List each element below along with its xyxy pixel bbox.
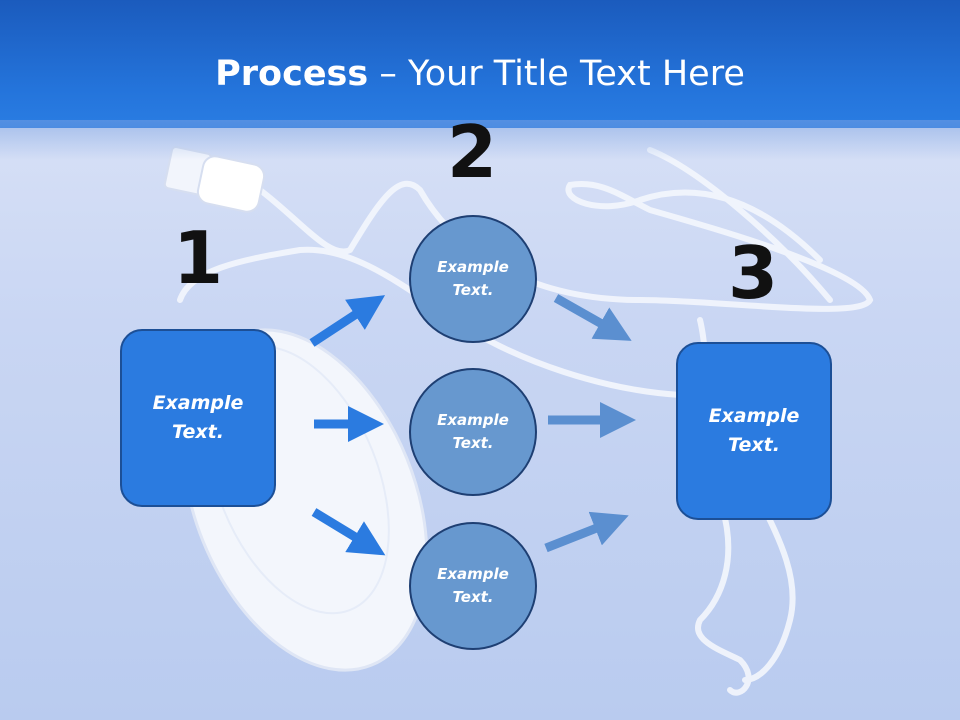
circle-top-line-2: Text. bbox=[452, 281, 494, 299]
step-3-line-2: Text. bbox=[728, 434, 780, 456]
step-2-circle-middle: Example Text. bbox=[409, 368, 537, 496]
slide-title: Process – Your Title Text Here bbox=[0, 52, 960, 96]
step-number-2: 2 bbox=[446, 110, 498, 194]
step-number-1: 1 bbox=[172, 216, 224, 300]
circle-top-text: Example Text. bbox=[437, 256, 509, 302]
arrow-1-to-top bbox=[309, 295, 386, 347]
title-rest-part: – Your Title Text Here bbox=[368, 54, 745, 94]
arrow-top-to-3 bbox=[553, 294, 632, 341]
circle-middle-text: Example Text. bbox=[437, 409, 509, 455]
step-1-line-1: Example bbox=[152, 392, 244, 414]
circle-bottom-line-1: Example bbox=[437, 565, 509, 583]
circle-middle-line-1: Example bbox=[437, 411, 509, 429]
circle-bottom-text: Example Text. bbox=[437, 563, 509, 609]
circle-bottom-line-2: Text. bbox=[452, 588, 494, 606]
arrow-bottom-to-3 bbox=[544, 511, 629, 553]
title-bar-fade bbox=[0, 120, 960, 160]
step-1-line-2: Text. bbox=[172, 421, 224, 443]
step-3-box: Example Text. bbox=[676, 342, 832, 520]
step-3-box-text: Example Text. bbox=[709, 402, 800, 460]
step-2-circle-top: Example Text. bbox=[409, 215, 537, 343]
circle-middle-line-2: Text. bbox=[452, 434, 494, 452]
title-bold-part: Process bbox=[215, 54, 369, 94]
step-3-line-1: Example bbox=[708, 405, 800, 427]
arrow-1-to-bottom bbox=[311, 508, 386, 556]
step-2-circle-bottom: Example Text. bbox=[409, 522, 537, 650]
step-1-box-text: Example Text. bbox=[153, 389, 244, 447]
title-bar bbox=[0, 0, 960, 128]
step-number-3: 3 bbox=[727, 231, 779, 315]
circle-top-line-1: Example bbox=[437, 258, 509, 276]
step-1-box: Example Text. bbox=[120, 329, 276, 507]
